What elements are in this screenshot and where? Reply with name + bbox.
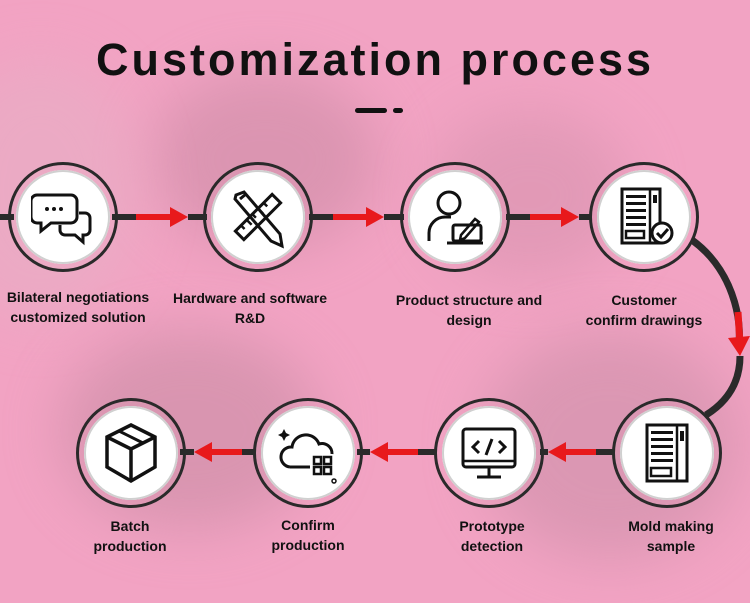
connector-5-6 [540, 442, 614, 462]
code-screen-icon [461, 427, 517, 479]
connector-3-4 [506, 207, 592, 227]
vending-machine-check-icon [620, 187, 674, 245]
connector-4-5-curve [689, 237, 750, 418]
step-node-7 [253, 398, 363, 508]
connector-7-8 [180, 442, 256, 462]
step-node-8 [76, 398, 186, 508]
chat-bubbles-icon [31, 193, 92, 246]
cloud-grid-icon [278, 429, 337, 484]
step-node-6 [434, 398, 544, 508]
step-node-5 [612, 398, 722, 508]
connector-1-2 [112, 207, 207, 227]
connector-6-7 [357, 442, 437, 462]
connector-2-3 [309, 207, 404, 227]
step-node-2 [203, 162, 313, 272]
pencil-ruler-icon [233, 190, 284, 249]
step-node-4 [589, 162, 699, 272]
title-underline-long [355, 108, 387, 113]
box-icon [105, 423, 157, 484]
title-underline-dot [393, 108, 403, 113]
page-title: Customization process [95, 34, 655, 85]
vending-machine-icon [645, 423, 689, 483]
step-node-3 [400, 162, 510, 272]
step-node-1 [8, 162, 118, 272]
user-designer-icon [427, 190, 483, 245]
